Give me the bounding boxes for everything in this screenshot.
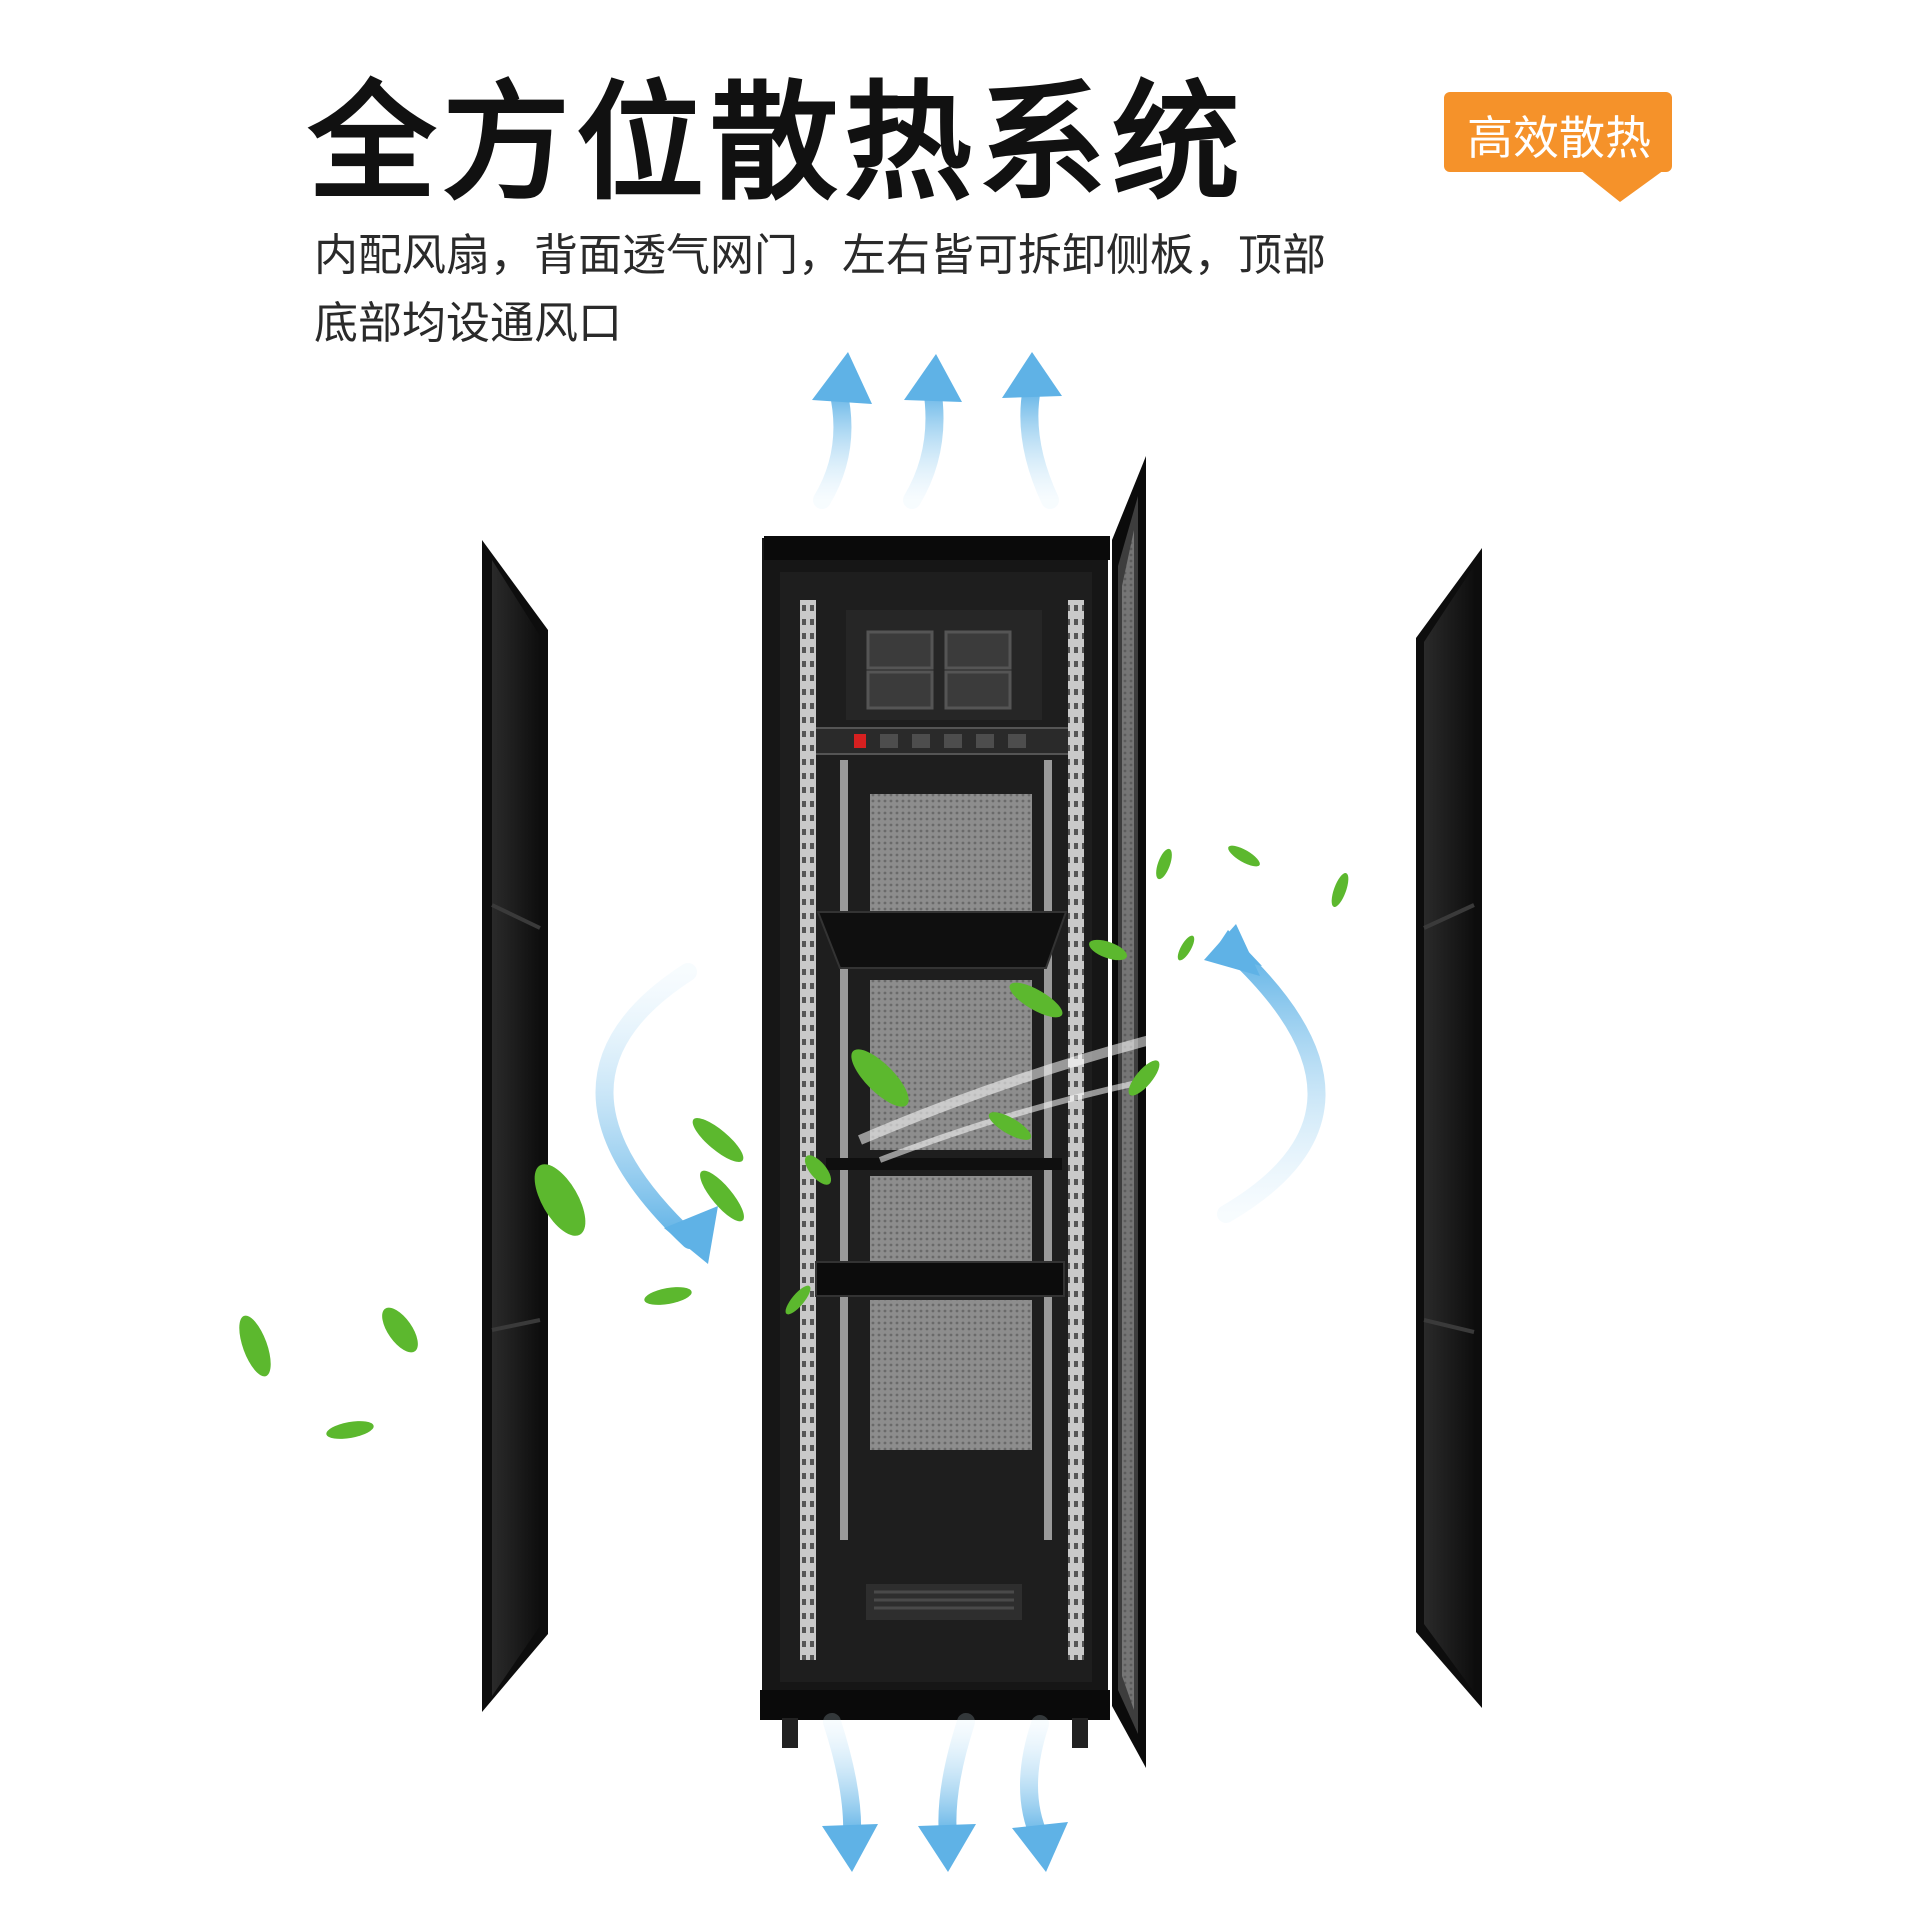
left-side-panel: [482, 540, 548, 1712]
front-door: [1112, 456, 1146, 1768]
efficient-cooling-badge: 高效散热: [1444, 90, 1674, 202]
badge-shape: [1444, 92, 1672, 202]
badge-label: 高效散热: [1467, 111, 1651, 165]
wind-streaks: [858, 1035, 1152, 1163]
page-title: 全方位散热系统: [308, 69, 1247, 218]
airflow-arrow-icon: [595, 924, 1326, 1264]
description-line-2: 底部均设通风口: [314, 298, 622, 349]
airflow-arrow-icon: [822, 1713, 1068, 1872]
leaf-icon: [239, 845, 1349, 1439]
power-strip-icon: [803, 727, 1081, 755]
airflow-arrow-icon: [812, 352, 1062, 509]
description-line-1: 内配风扇，背面透气网门，左右皆可拆卸侧板，顶部: [314, 230, 1326, 281]
right-side-panel: [1416, 548, 1482, 1708]
fan-icon: [866, 630, 1012, 710]
description: 内配风扇，背面透气网门，左右皆可拆卸侧板，顶部 底部均设通风口: [314, 222, 1354, 358]
